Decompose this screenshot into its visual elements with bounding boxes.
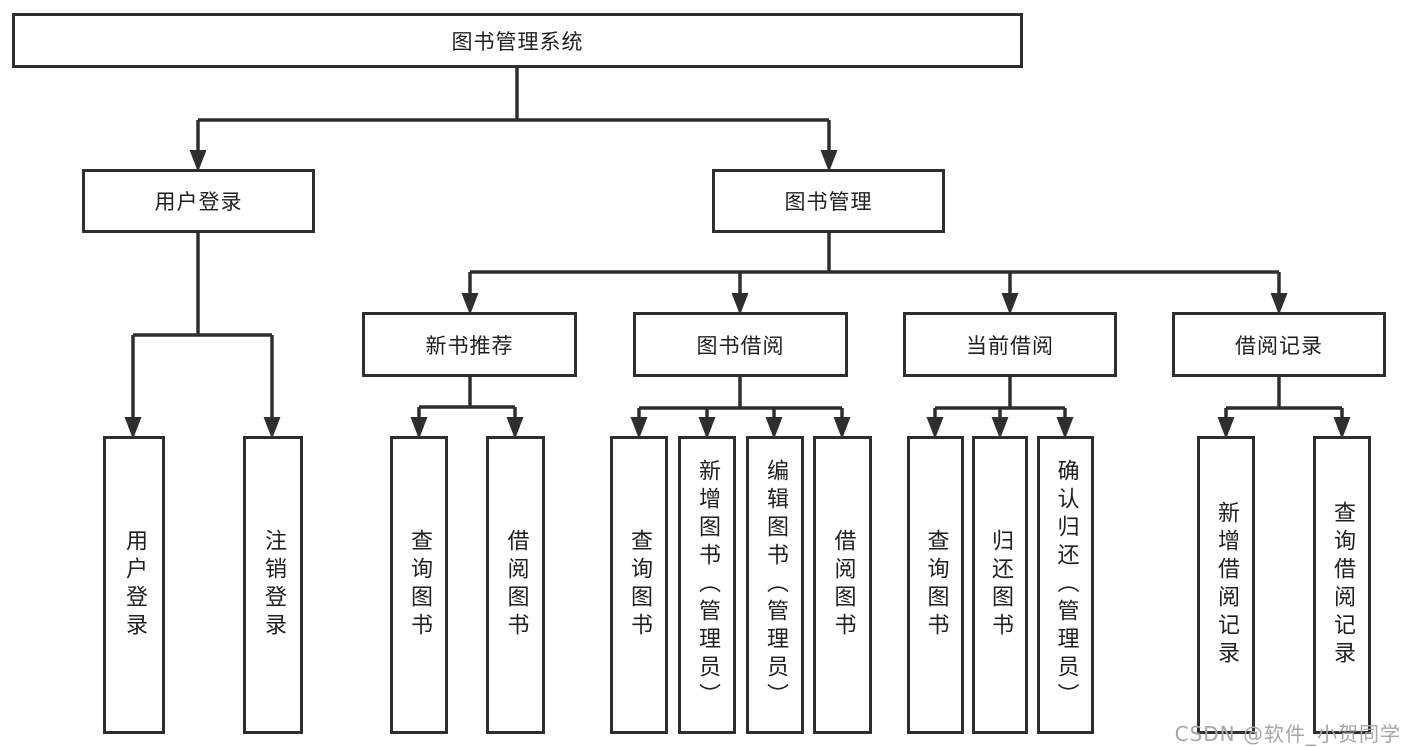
node-new-book-recommend: 新书推荐 xyxy=(362,312,577,377)
leaf-edit-book-admin: 编辑图书（管理员） xyxy=(746,436,804,734)
leaf-borrow-books-borrow: 借阅图书 xyxy=(813,436,872,734)
leaf-add-borrow-record: 新增借阅记录 xyxy=(1197,436,1255,734)
connector-new-book-recommend-to-leaves xyxy=(417,377,517,419)
node-book-management: 图书管理 xyxy=(712,169,945,233)
connector-book-borrow-to-leaves xyxy=(637,377,844,419)
node-library-management-system: 图书管理系统 xyxy=(12,13,1023,68)
leaf-confirm-return-admin: 确认归还（管理员） xyxy=(1037,436,1094,734)
leaf-query-books-current: 查询图书 xyxy=(907,436,964,734)
leaf-query-books-borrow: 查询图书 xyxy=(610,436,668,734)
leaf-query-books-recommend: 查询图书 xyxy=(390,436,448,734)
node-user-login: 用户登录 xyxy=(82,169,315,233)
connector-book-management-to-level3 xyxy=(468,232,1281,295)
leaf-logout: 注销登录 xyxy=(243,436,303,734)
leaf-user-login: 用户登录 xyxy=(103,436,165,734)
connector-user-login-to-leaves xyxy=(131,232,274,419)
csdn-watermark: CSDN @软件_小贺同学 xyxy=(1174,722,1401,746)
leaf-borrow-books-recommend: 借阅图书 xyxy=(486,436,545,734)
connector-borrow-records-to-leaves xyxy=(1224,377,1344,419)
node-current-borrow: 当前借阅 xyxy=(903,312,1117,377)
node-borrow-records: 借阅记录 xyxy=(1172,312,1386,377)
leaf-return-book: 归还图书 xyxy=(972,436,1028,734)
connector-root-to-level2 xyxy=(196,68,831,152)
connector-current-borrow-to-leaves xyxy=(933,377,1067,419)
leaf-query-borrow-record: 查询借阅记录 xyxy=(1313,436,1371,734)
leaf-add-book-admin: 新增图书（管理员） xyxy=(678,436,736,734)
node-book-borrow: 图书借阅 xyxy=(633,312,848,377)
